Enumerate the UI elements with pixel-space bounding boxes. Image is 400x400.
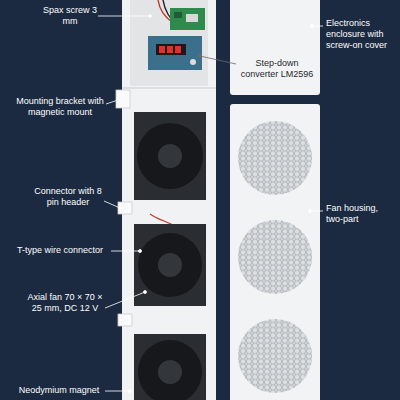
part-label: Mounting bracket with magnetic mount — [12, 96, 108, 118]
grille-mesh — [238, 220, 312, 294]
grille-disc — [238, 220, 312, 294]
leader-line — [105, 292, 145, 308]
enclosure-cover — [230, 0, 320, 95]
leader-line — [105, 391, 130, 392]
electronics-bay — [130, 0, 208, 86]
grille-mesh — [238, 319, 312, 393]
connector — [118, 202, 132, 214]
leader-line — [98, 16, 150, 17]
fan-rotor — [137, 123, 203, 189]
part-label: Step-down converter LM2596 — [238, 58, 316, 80]
grille-disc — [238, 121, 312, 195]
leader-dot — [129, 390, 132, 393]
digit — [159, 46, 165, 53]
leader-line — [200, 56, 236, 64]
fan-grille — [238, 121, 312, 393]
part-label: Axial fan 70 × 70 × 25 mm, DC 12 V — [24, 292, 106, 314]
fan-hub — [158, 360, 182, 384]
leader-lines — [98, 15, 323, 393]
leader-dot — [149, 15, 152, 18]
part-label: Neodymium magnet — [12, 385, 106, 396]
leader-dot — [311, 25, 314, 28]
display — [156, 44, 186, 55]
fan — [134, 334, 206, 400]
fan-frame — [134, 224, 206, 306]
fan-housing-panel — [230, 104, 320, 400]
leader-line — [104, 201, 120, 208]
divider — [122, 88, 216, 89]
leader-line — [111, 251, 140, 252]
fan-hub — [158, 144, 182, 168]
button — [190, 59, 196, 65]
fan — [134, 224, 206, 306]
digit — [167, 46, 173, 53]
leader-dot — [309, 210, 312, 213]
grille-disc — [238, 319, 312, 393]
leader-lines-dark — [199, 55, 237, 65]
fan-rotor — [138, 340, 202, 400]
converter-board — [148, 36, 202, 70]
fan-frame — [134, 112, 206, 200]
mounting-bracket — [116, 90, 130, 108]
leader-dot — [199, 55, 202, 58]
pcb-part — [186, 14, 198, 22]
part-label: Fan housing, two-part — [326, 203, 396, 225]
leader-dot — [139, 250, 142, 253]
part-label: Electronics enclosure with screw-on cove… — [326, 18, 396, 51]
connector — [118, 314, 132, 326]
grille-mesh — [238, 121, 312, 195]
part-label: Connector with 8 pin header — [30, 186, 106, 208]
fan-rotor — [138, 233, 202, 297]
fan — [134, 112, 206, 200]
leader-dot — [119, 207, 122, 210]
leader-line — [310, 211, 323, 212]
part-label: Spax screw 3 mm — [42, 5, 98, 27]
wire-red — [158, 0, 172, 22]
pcb — [170, 8, 205, 30]
fan-hub — [158, 253, 182, 277]
fan-frame — [134, 334, 206, 400]
leader-dot — [117, 99, 120, 102]
part-label: T-type wire connector — [10, 245, 110, 256]
pcb-part — [174, 12, 182, 18]
leader-dot — [144, 291, 147, 294]
digit — [175, 46, 181, 53]
